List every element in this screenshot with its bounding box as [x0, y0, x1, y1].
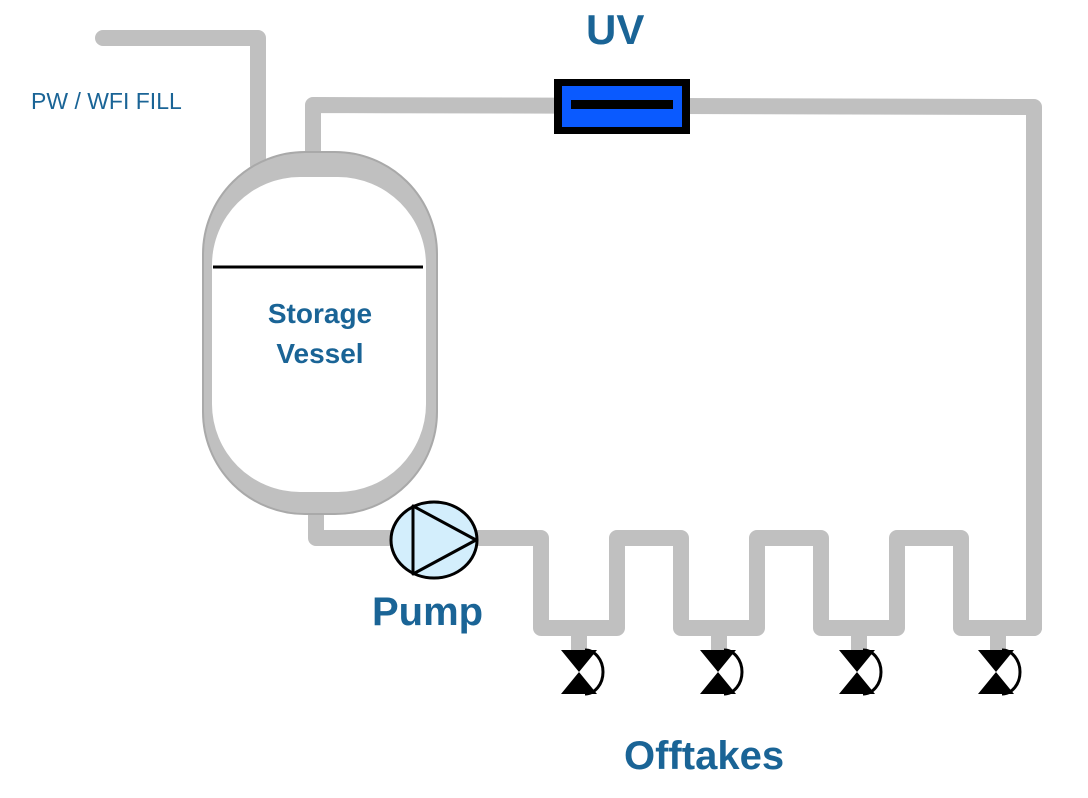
- vessel-label: Storage Vessel: [240, 294, 400, 374]
- pump-label: Pump: [372, 590, 484, 634]
- valve-icon[interactable]: [976, 648, 1022, 696]
- vessel-label-line1: Storage: [267, 298, 373, 329]
- vessel-label-line2: Vessel: [276, 338, 364, 369]
- fill-inlet-pipe: [95, 30, 266, 173]
- uv-label: UV: [586, 6, 645, 53]
- uv-lamp-icon: [554, 79, 690, 134]
- valve-icon[interactable]: [698, 648, 744, 696]
- valve-icon[interactable]: [559, 648, 605, 696]
- valve-icon[interactable]: [837, 648, 883, 696]
- storage-vessel-icon: [202, 151, 438, 515]
- pump-icon: [389, 500, 479, 580]
- fill-label: PW / WFI FILL: [31, 88, 182, 114]
- offtake-stubs: [571, 628, 1006, 656]
- offtakes-label: Offtakes: [624, 734, 785, 778]
